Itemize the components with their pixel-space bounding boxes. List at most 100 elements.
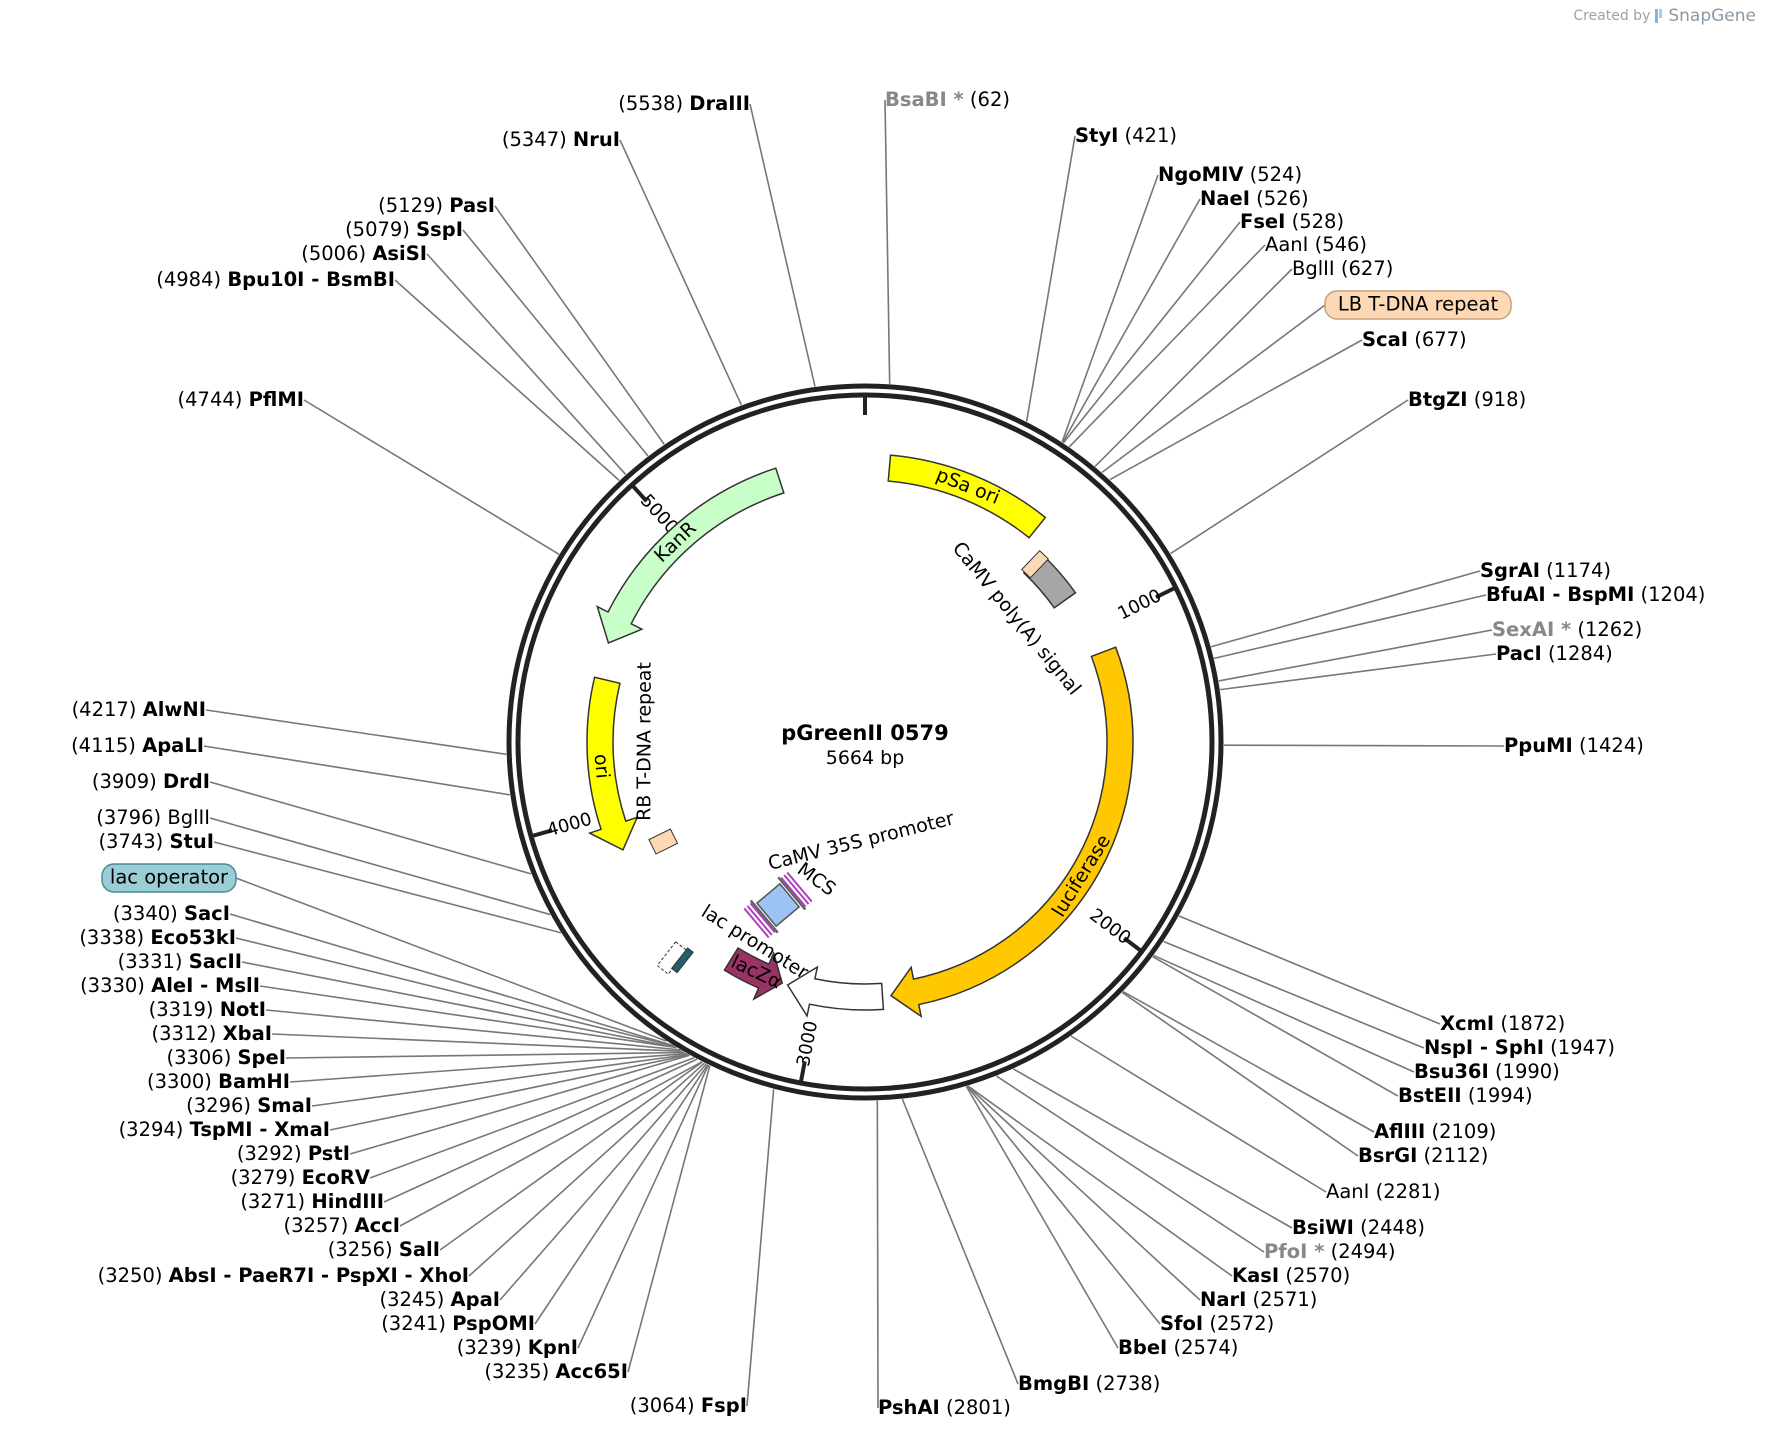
plasmid-name: pGreenII 0579 <box>781 721 948 745</box>
site-label-ngomiv: NgoMIV (524) <box>1158 163 1302 186</box>
leader-pspomi <box>534 1064 709 1325</box>
snapgene-watermark: Created by SnapGene <box>1573 6 1756 26</box>
lb-repeat-block <box>1021 549 1050 579</box>
leader-bmgbi <box>901 1098 1019 1385</box>
site-label-spei: (3306) SpeI <box>166 1046 286 1069</box>
feature-label-camv35s: CaMV 35S promoter <box>766 807 957 875</box>
leader-xcmi <box>1178 915 1441 1025</box>
tick-mark-5000 <box>630 483 649 503</box>
plasmid-backbone <box>506 383 1224 1101</box>
snapgene-logo-icon <box>1655 9 1663 23</box>
site-label-bmgbi: BmgBI (2738) <box>1018 1372 1160 1395</box>
site-label-acc65i: (3235) Acc65I <box>484 1360 628 1383</box>
leader-nspi <box>1163 940 1425 1049</box>
site-label-nspi: NspI - SphI (1947) <box>1424 1036 1615 1059</box>
leader-bbei <box>965 1085 1119 1349</box>
leader-acc65i <box>627 1065 711 1373</box>
site-label-xbai: (3312) XbaI <box>152 1022 272 1045</box>
leader-fspi <box>746 1089 775 1407</box>
site-label-xcmi: XcmI (1872) <box>1440 1012 1565 1035</box>
site-label-styi: StyI (421) <box>1075 124 1177 147</box>
rb-repeat-block <box>648 828 679 855</box>
site-label-apai: (3245) ApaI <box>379 1288 500 1311</box>
tick-mark-4000 <box>530 828 553 839</box>
site-label-afliii: AflIII (2109) <box>1374 1120 1496 1143</box>
leader-bglii <box>209 817 551 916</box>
leader-pfoi <box>996 1075 1265 1253</box>
site-label-sacii: (3331) SacII <box>118 950 242 973</box>
leader-apali <box>203 745 511 796</box>
leader-asisi <box>426 253 627 476</box>
site-label-bglii: (3796) BglII <box>96 806 210 829</box>
site-label-eco53ki: (3338) Eco53kI <box>79 926 236 949</box>
snapgene-brand-label: SnapGene <box>1668 6 1756 26</box>
site-label-acci: (3257) AccI <box>283 1214 400 1237</box>
leader-scai <box>1109 339 1363 481</box>
leader-afliii <box>1122 990 1375 1133</box>
site-label-pshai: PshAI (2801) <box>878 1396 1011 1419</box>
feature-label-luciferase: luciferase <box>1048 831 1115 921</box>
lac-operator-block <box>670 947 694 974</box>
lb-repeat-label: LB T-DNA repeat <box>1338 293 1499 316</box>
site-label-scai: ScaI (677) <box>1362 328 1467 351</box>
leader-lb-repeat <box>1101 304 1326 473</box>
site-label-naei: NaeI (526) <box>1200 187 1309 210</box>
leader-absi <box>468 1062 705 1277</box>
leader-sexai <box>1218 629 1493 682</box>
leader-kasi <box>967 1085 1233 1277</box>
site-label-sfoi: SfoI (2572) <box>1160 1312 1274 1335</box>
leader-bsu36i <box>1153 954 1415 1073</box>
site-label-bsu36i: Bsu36I (1990) <box>1414 1060 1560 1083</box>
leader-pflmi <box>303 399 560 555</box>
leader-ecorv <box>369 1057 695 1179</box>
site-label-aani: AanI (2281) <box>1326 1180 1440 1203</box>
site-label-tspmi: (3294) TspMI - XmaI <box>119 1118 330 1141</box>
tick-mark-1000 <box>1155 585 1177 600</box>
leader-alei <box>259 985 677 1049</box>
feature-label-psa-ori: pSa ori <box>933 464 1003 509</box>
leader-nrui <box>619 139 743 406</box>
site-label-pfoi: PfoI * (2494) <box>1264 1240 1395 1263</box>
feature-psa-ori <box>887 454 1047 539</box>
site-label-draiii: (5538) DraIII <box>618 92 750 115</box>
site-label-bsiwi: BsiWI (2448) <box>1292 1216 1425 1239</box>
lac-operator-label: lac operator <box>110 866 229 889</box>
tick-mark-3000 <box>798 1061 807 1084</box>
leader-sfoi <box>966 1085 1161 1325</box>
plasmid-size: 5664 bp <box>826 747 905 769</box>
site-label-bfuai: BfuAI - BspMI (1204) <box>1486 583 1705 606</box>
site-label-aani: AanI (546) <box>1265 233 1367 256</box>
site-label-sali: (3256) SalI <box>328 1238 440 1261</box>
site-label-pasi: (5129) PasI <box>378 194 495 217</box>
created-by-label: Created by <box>1573 8 1651 24</box>
site-label-drdi: (3909) DrdI <box>92 770 210 793</box>
site-label-fsei: FseI (528) <box>1240 210 1344 233</box>
leader-ppumi <box>1223 744 1505 747</box>
site-labels: StyI (421) NgoMIV (524)NaeI (526)FseI (52… <box>71 88 1705 1419</box>
leader-apai <box>499 1063 707 1301</box>
site-label-kasi: KasI (2570) <box>1232 1264 1350 1287</box>
site-label-apali: (4115) ApaLI <box>71 734 204 757</box>
leader-sali <box>439 1061 703 1251</box>
feature-ori <box>586 676 639 851</box>
tick-mark-2000 <box>1122 936 1143 953</box>
site-label-kpni: (3239) KpnI <box>457 1336 578 1359</box>
leader-sgrai <box>1210 570 1481 648</box>
leader-aani <box>1070 1035 1327 1193</box>
site-label-bamhi: (3300) BamHI <box>147 1070 290 1093</box>
leader-nari <box>966 1085 1201 1301</box>
backbone-outer-ring <box>506 383 1224 1101</box>
leader-drdi <box>209 781 532 875</box>
leader-psti <box>349 1054 690 1155</box>
leader-sspi <box>462 229 649 457</box>
feature-label-camv-polya: CaMV poly(A) signal <box>948 538 1085 700</box>
leader-tspmi <box>329 1054 690 1131</box>
leader-aani <box>1068 244 1266 448</box>
site-label-sspi: (5079) SspI <box>345 218 463 241</box>
leader-xbai <box>271 1033 683 1053</box>
feature-luciferase <box>889 646 1134 1018</box>
feature-lacza <box>723 946 784 1001</box>
site-label-psti: (3292) PstI <box>237 1142 350 1165</box>
site-label-ppumi: PpuMI (1424) <box>1504 734 1644 757</box>
